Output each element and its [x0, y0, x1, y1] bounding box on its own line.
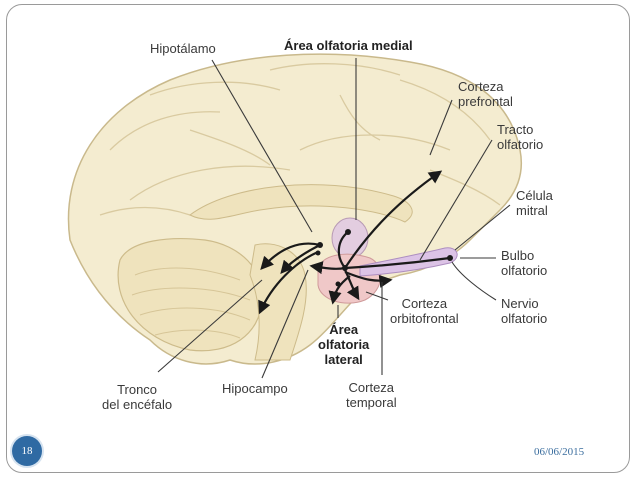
label-tracto-olfatorio: Tracto olfatorio — [497, 122, 543, 152]
label-celula-line2: mitral — [516, 203, 548, 218]
label-corteza-orbito-line2: orbitofrontal — [390, 311, 459, 326]
label-celula-line1: Célula — [516, 188, 553, 203]
label-bulbo-line1: Bulbo — [501, 248, 535, 263]
label-tronco-line2: del encéfalo — [102, 397, 173, 412]
slide-date: 06/06/2015 — [534, 446, 585, 458]
label-area-lateral-line2: olfatoria — [318, 337, 370, 352]
label-bulbo-olfatorio: Bulbo olfatorio — [501, 248, 547, 278]
page-number-badge: 18 — [12, 436, 42, 466]
label-tronco-line1: Tronco — [117, 382, 158, 397]
medial-olfactory-area — [331, 217, 369, 259]
label-hipocampo: Hipocampo — [222, 381, 288, 396]
corpus-callosum — [189, 184, 413, 223]
label-corteza-temporal-line2: temporal — [346, 395, 397, 410]
label-celula-mitral: Célula mitral — [516, 188, 553, 218]
label-hipotalamo: Hipotálamo — [150, 41, 216, 56]
pathway-nodes — [315, 229, 453, 287]
pathway-arrows — [258, 170, 451, 315]
label-nervio-line1: Nervio — [501, 296, 539, 311]
leader-lines — [157, 58, 511, 379]
label-corteza-temporal: Corteza temporal — [346, 380, 397, 410]
label-nervio-line2: olfatorio — [501, 311, 548, 326]
label-area-lateral-line3: lateral — [324, 352, 363, 367]
label-tracto-line2: olfatorio — [497, 137, 544, 152]
label-bulbo-line2: olfatorio — [501, 263, 548, 278]
label-area-lateral-line1: Área — [329, 322, 359, 337]
label-corteza-orbito-line1: Corteza — [401, 296, 448, 311]
label-corteza-prefrontal: Corteza prefrontal — [458, 79, 513, 109]
label-tracto-line1: Tracto — [497, 122, 534, 137]
label-corteza-temporal-line1: Corteza — [348, 380, 395, 395]
cerebellum — [117, 238, 263, 352]
cerebellum-folia — [131, 267, 251, 339]
label-corteza-orbitofrontal: Corteza orbitofrontal — [390, 296, 459, 326]
label-tronco-encefalo: Tronco del encéfalo — [102, 382, 172, 412]
label-corteza-prefrontal-line1: Corteza — [458, 79, 504, 94]
label-area-olfatoria-medial: Área olfatoria medial — [284, 38, 413, 53]
label-nervio-olfatorio: Nervio olfatorio — [501, 296, 547, 326]
label-corteza-prefrontal-line2: prefrontal — [458, 94, 513, 109]
label-area-olfatoria-lateral: Área olfatoria lateral — [318, 322, 369, 367]
